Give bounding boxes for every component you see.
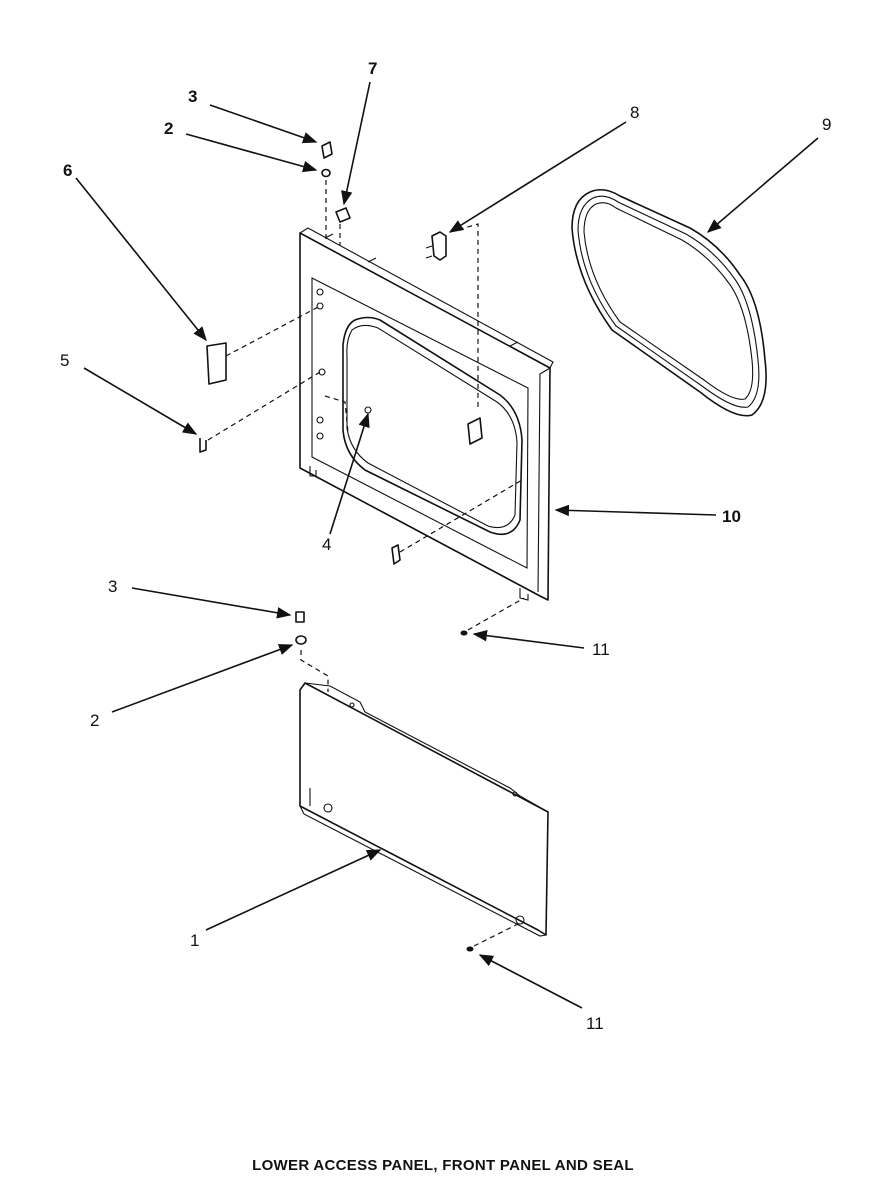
- callout-8: 8: [630, 103, 639, 122]
- callout-7: 7: [368, 59, 377, 78]
- callout-3-lower: 3: [108, 577, 117, 596]
- door-catch-bracket: [425, 223, 483, 445]
- callout-5: 5: [60, 351, 69, 370]
- front-panel: [299, 227, 554, 601]
- screw-11-upper: [460, 597, 525, 636]
- clip-part: [199, 371, 321, 453]
- callout-2-top: 2: [164, 119, 173, 138]
- serial-plate: [206, 305, 321, 385]
- callout-1: 1: [190, 931, 199, 950]
- lower-access-panel: [299, 682, 549, 937]
- callout-10: 10: [722, 507, 741, 526]
- callout-11-lower: 11: [586, 1014, 604, 1033]
- lower-clip: [391, 479, 523, 565]
- screw-11-lower: [466, 921, 523, 952]
- callout-6: 6: [63, 161, 72, 180]
- diagram-caption: LOWER ACCESS PANEL, FRONT PANEL AND SEAL: [252, 1157, 634, 1174]
- lower-screw-assembly: [295, 611, 329, 692]
- top-screw-assembly: [321, 141, 351, 246]
- callout-11-upper: 11: [592, 640, 610, 659]
- callout-9: 9: [822, 115, 831, 134]
- door-seal: [571, 188, 767, 417]
- callout-2-lower: 2: [90, 711, 99, 730]
- callout-4: 4: [322, 535, 331, 554]
- callout-3-top: 3: [188, 87, 197, 106]
- leader-lines: [75, 81, 819, 1009]
